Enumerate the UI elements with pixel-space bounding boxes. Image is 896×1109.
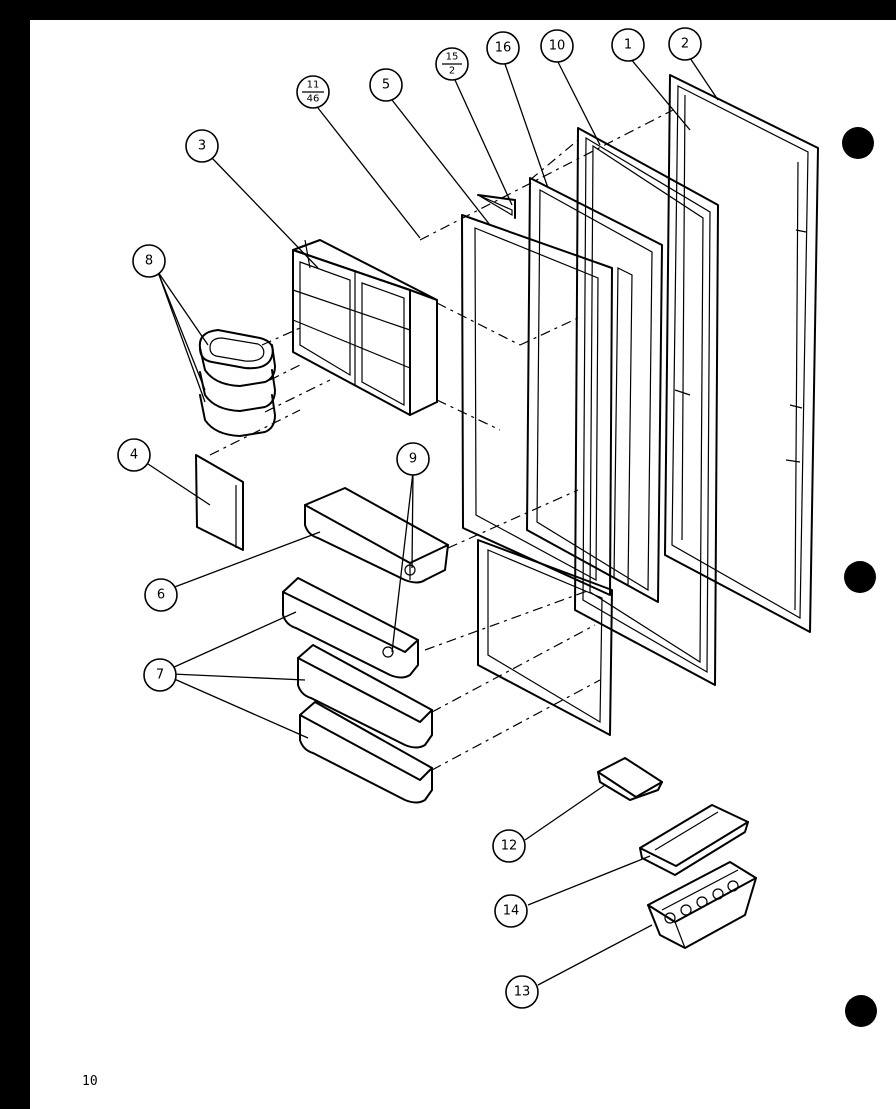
svg-text:5: 5 bbox=[382, 78, 390, 93]
part-door-bin-1 bbox=[282, 577, 419, 679]
svg-text:3: 3 bbox=[198, 139, 206, 154]
svg-text:8: 8 bbox=[145, 254, 153, 269]
part-dairy-compartment bbox=[292, 239, 438, 416]
part-door-gasket bbox=[574, 127, 719, 686]
part-door-shelf-upper bbox=[304, 487, 449, 584]
part-storage-containers bbox=[198, 329, 276, 437]
callout-11-over-46: 11 46 bbox=[296, 75, 330, 109]
part-lower-rail-frame bbox=[477, 539, 613, 736]
svg-text:1: 1 bbox=[624, 38, 632, 53]
callout-12: 12 bbox=[492, 829, 526, 863]
binder-hole-bottom bbox=[845, 995, 877, 1027]
callout-leaders bbox=[144, 57, 719, 986]
diagram-sheet bbox=[30, 20, 896, 1109]
svg-text:6: 6 bbox=[157, 588, 165, 603]
svg-text:10: 10 bbox=[549, 39, 566, 54]
callout-8: 8 bbox=[132, 244, 166, 278]
part-door-bin-3 bbox=[299, 701, 433, 804]
svg-text:2: 2 bbox=[681, 37, 689, 52]
svg-text:15: 15 bbox=[446, 52, 459, 63]
callout-13: 13 bbox=[505, 975, 539, 1009]
svg-text:16: 16 bbox=[495, 41, 512, 56]
callout-9: 9 bbox=[396, 442, 430, 476]
callout-6: 6 bbox=[144, 578, 178, 612]
part-small-tray bbox=[597, 757, 663, 801]
callout-7: 7 bbox=[143, 658, 177, 692]
callout-15-over-2: 15 2 bbox=[435, 47, 469, 81]
svg-text:4: 4 bbox=[130, 448, 138, 463]
callout-14: 14 bbox=[494, 894, 528, 928]
callout-10: 10 bbox=[540, 29, 574, 63]
part-outer-door bbox=[664, 74, 819, 633]
part-cover-plate bbox=[195, 454, 244, 551]
callout-1: 1 bbox=[611, 28, 645, 62]
part-ice-tray-cover bbox=[639, 804, 749, 876]
svg-text:14: 14 bbox=[503, 904, 520, 919]
callout-2: 2 bbox=[668, 27, 702, 61]
svg-text:9: 9 bbox=[409, 452, 417, 467]
svg-text:7: 7 bbox=[156, 668, 164, 683]
callout-5: 5 bbox=[369, 68, 403, 102]
svg-text:2: 2 bbox=[449, 66, 455, 77]
svg-text:13: 13 bbox=[514, 985, 531, 1000]
part-door-bin-2 bbox=[297, 644, 433, 749]
binder-hole-top bbox=[842, 127, 874, 159]
part-ice-bucket bbox=[647, 861, 757, 949]
part-inner-liner bbox=[526, 177, 663, 603]
assembly-guide-lines bbox=[209, 109, 674, 771]
page-number: 10 bbox=[82, 1074, 98, 1089]
svg-text:11: 11 bbox=[307, 80, 320, 91]
callout-3: 3 bbox=[185, 129, 219, 163]
callout-4: 4 bbox=[117, 438, 151, 472]
svg-text:12: 12 bbox=[501, 839, 518, 854]
binder-hole-middle bbox=[844, 561, 876, 593]
svg-text:46: 46 bbox=[307, 94, 320, 105]
callout-16: 16 bbox=[486, 31, 520, 65]
